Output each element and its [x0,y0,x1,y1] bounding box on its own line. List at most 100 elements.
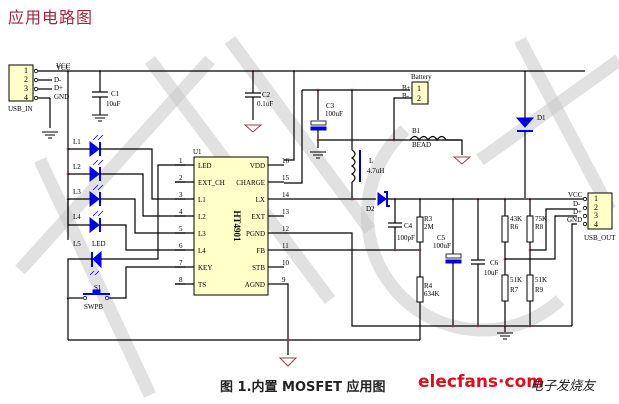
ic-pin-number: 8 [179,276,183,284]
capacitor-c5: C5 100uF [433,199,462,326]
svg-text:4: 4 [24,93,28,102]
resistor-r9: 51K R9 [526,274,547,326]
ic-pin-name: AGND [245,281,265,289]
ic-pin-number: 4 [179,208,183,216]
capacitor-c4: C4 100pF [388,199,415,250]
bead-b1: B1 BEAD [409,127,472,165]
inductor-l: L 4.7uH [350,90,384,199]
svg-text:C1: C1 [111,90,120,98]
svg-text:2: 2 [24,75,28,84]
ic-pin-number: 2 [179,174,183,182]
svg-text:VCC: VCC [568,191,583,199]
svg-text:10uF: 10uF [106,100,121,108]
svg-text:C5: C5 [437,234,446,242]
diode-d1: D1 [515,71,546,198]
ic-part-number: HT4901 [232,210,242,242]
page-title: 应用电路图 [8,8,94,27]
svg-text:R6: R6 [510,223,519,231]
ic-pin-name: L3 [198,230,206,238]
svg-text:VCC: VCC [56,64,71,72]
led-l1: L1 [68,138,185,200]
usb-out-label: USB_OUT [584,234,616,242]
svg-text:D-: D- [573,200,581,208]
ic-pin-name: CHARGE [236,179,265,187]
ic-pin-number: 5 [179,225,183,233]
ic-pin-name: PGND [246,230,265,238]
svg-text:C3: C3 [326,102,335,110]
capacitor-c1: C1 10uF [92,71,121,122]
svg-text:2: 2 [417,94,421,103]
led-emission-arrows [89,134,104,276]
svg-text:634K: 634K [424,290,440,298]
svg-text:R9: R9 [535,286,544,294]
ic-pin-number: 3 [179,191,183,199]
svg-text:R7: R7 [510,286,519,294]
capacitor-c2: C2 0.1uF [243,71,273,133]
ic-pin-name: EXT_CH [198,179,225,187]
ic-pin-number: 14 [282,191,290,199]
capacitor-c3: C3 100uF [310,90,343,159]
svg-text:B+: B+ [402,84,411,92]
svg-text:U1: U1 [193,148,202,156]
svg-text:R8: R8 [535,223,544,231]
resistor-r3: R3 2M [416,199,435,277]
ic-pin-number: 13 [282,208,290,216]
svg-text:75K: 75K [535,215,547,223]
led-l3: L3 [68,188,185,234]
svg-text:4: 4 [594,220,598,229]
svg-text:C4: C4 [404,222,413,230]
svg-text:3: 3 [24,84,28,93]
svg-text:B1: B1 [412,127,421,135]
resistor-r4: R4 634K [416,276,440,340]
svg-text:2: 2 [594,203,598,212]
ic-pin-name: L4 [198,247,206,255]
svg-text:100pF: 100pF [397,234,415,242]
svg-text:100uF: 100uF [325,110,343,118]
svg-text:S1: S1 [94,284,102,292]
ic-pin-number: 7 [179,259,183,267]
ic-pin-name: FB [256,247,265,255]
svg-text:10uF: 10uF [484,269,499,277]
switch-s1: S1 SWPB [66,266,185,340]
svg-text:43K: 43K [510,215,522,223]
svg-text:1: 1 [24,66,28,75]
ic-pin-name: LX [256,196,265,204]
svg-text:L4: L4 [73,213,81,221]
svg-text:C2: C2 [262,91,271,99]
ic-pin-name: L1 [198,196,206,204]
brand-chinese-name: 电子发烧友 [530,379,596,394]
usb-in-connector: 1 2 3 4 USB_IN VCC D- D+ GND [8,64,71,113]
svg-text:L3: L3 [73,188,81,196]
vcc-net-label: VCC [56,62,71,70]
svg-text:100uF: 100uF [433,242,451,250]
ic-pin-number: 12 [282,225,290,233]
resistor-r7: 51K R7 [501,274,522,326]
schottky-diode-d2: D2 [366,191,390,213]
svg-text:GND: GND [54,93,69,101]
svg-text:L5: L5 [73,240,81,248]
ic-pin-number: 9 [282,276,286,284]
ic-pin-number: 16 [282,157,290,165]
battery-connector: 1 2 Battery B+ B- [393,73,432,140]
led-l2: L2 [68,163,185,217]
svg-text:BEAD: BEAD [412,141,431,149]
ic-pin-number: 11 [282,242,289,250]
svg-text:D-: D- [54,76,62,84]
brand-logo: elecfans·com [418,372,544,392]
svg-text:GND: GND [567,216,582,224]
svg-text:4.7uH: 4.7uH [367,167,384,175]
ic-pin-number: 6 [179,242,183,250]
led-l4: L4 [67,199,185,251]
ic-pin-name: STB [252,264,265,272]
svg-text:L: L [369,157,373,165]
resistor-r8: 75K R8 [526,199,547,243]
ic-pin-name: LED [198,162,212,170]
svg-text:R4: R4 [424,282,433,290]
svg-text:C6: C6 [490,259,499,267]
svg-text:LED: LED [92,240,106,248]
figure-caption: 图 1.内置 MOSFET 应用图 [220,380,386,395]
svg-text:R3: R3 [424,215,433,223]
svg-text:2M: 2M [424,223,435,231]
